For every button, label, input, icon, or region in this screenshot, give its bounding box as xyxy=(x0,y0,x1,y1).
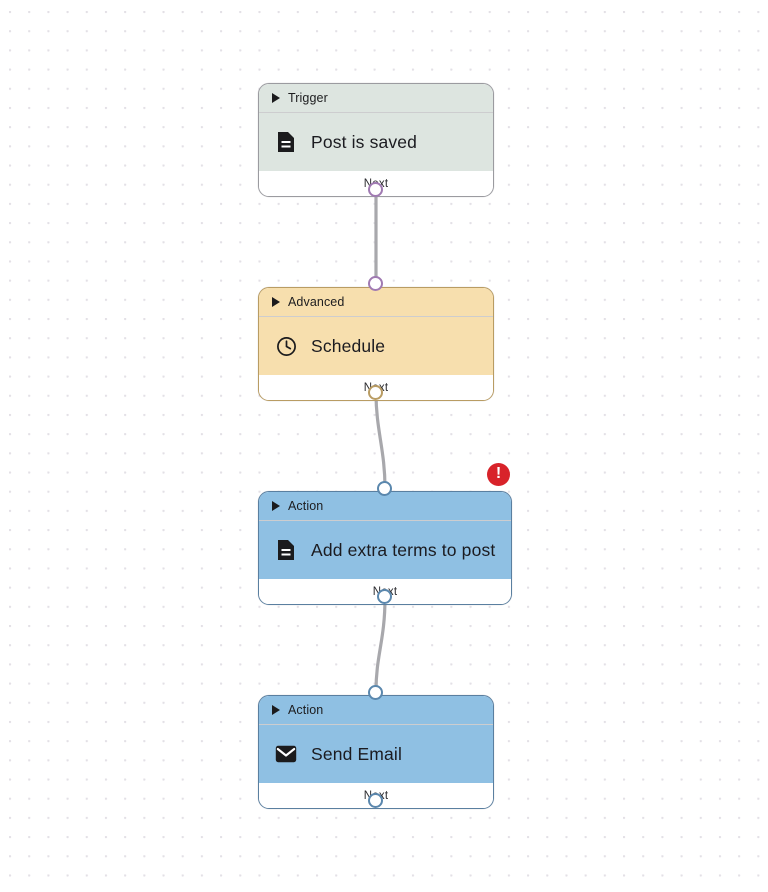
error-icon: ! xyxy=(495,465,502,482)
node-header-action-terms[interactable]: Action xyxy=(259,492,511,520)
node-title: Schedule xyxy=(311,335,386,356)
node-divider xyxy=(259,112,493,113)
edge-advanced-to-action-terms xyxy=(374,391,387,490)
node-body-advanced[interactable]: Schedule xyxy=(259,317,493,375)
port-advanced-output[interactable] xyxy=(368,385,383,400)
node-category-label: Advanced xyxy=(288,295,345,309)
document-icon xyxy=(275,539,297,561)
node-divider xyxy=(259,520,511,521)
node-category-label: Action xyxy=(288,703,324,717)
port-action-email-input[interactable] xyxy=(368,685,383,700)
port-action-terms-input[interactable] xyxy=(377,481,392,496)
node-category-label: Action xyxy=(288,499,324,513)
workflow-node-trigger[interactable]: Trigger Post is saved Next xyxy=(258,83,494,197)
envelope-icon xyxy=(275,743,297,765)
node-divider xyxy=(259,316,493,317)
node-header-trigger[interactable]: Trigger xyxy=(259,84,493,112)
chevron-right-icon[interactable] xyxy=(272,501,280,511)
edge-action-terms-to-action-email xyxy=(374,596,387,693)
node-header-action-email[interactable]: Action xyxy=(259,696,493,724)
node-title: Add extra terms to post xyxy=(311,539,496,560)
port-action-email-output[interactable] xyxy=(368,793,383,808)
chevron-right-icon[interactable] xyxy=(272,297,280,307)
port-trigger-output[interactable] xyxy=(368,182,383,197)
node-body-action-email[interactable]: Send Email xyxy=(259,725,493,783)
port-action-terms-output[interactable] xyxy=(377,589,392,604)
clock-icon xyxy=(275,335,297,357)
document-icon xyxy=(275,131,297,153)
node-category-label: Trigger xyxy=(288,91,328,105)
node-header-advanced[interactable]: Advanced xyxy=(259,288,493,316)
node-error-badge[interactable]: ! xyxy=(487,463,510,486)
node-title: Send Email xyxy=(311,743,402,764)
chevron-right-icon[interactable] xyxy=(272,93,280,103)
node-body-trigger[interactable]: Post is saved xyxy=(259,113,493,171)
workflow-node-action-email[interactable]: Action Send Email Next xyxy=(258,695,494,809)
node-title: Post is saved xyxy=(311,131,418,152)
chevron-right-icon[interactable] xyxy=(272,705,280,715)
port-advanced-input[interactable] xyxy=(368,276,383,291)
workflow-node-action-terms[interactable]: Action Add extra terms to post Next xyxy=(258,491,512,605)
node-divider xyxy=(259,724,493,725)
node-body-action-terms[interactable]: Add extra terms to post xyxy=(259,521,511,579)
workflow-node-advanced[interactable]: Advanced Schedule Next xyxy=(258,287,494,401)
